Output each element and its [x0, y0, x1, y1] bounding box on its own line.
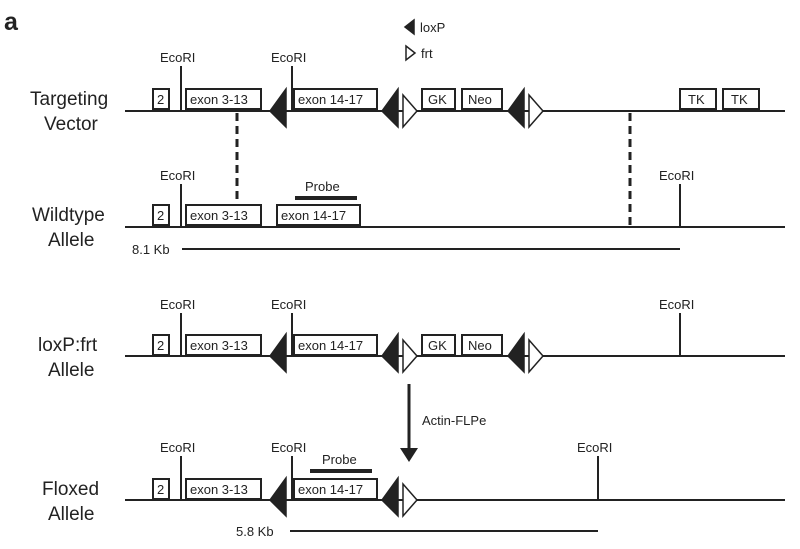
ecori-label: EcoRI [160, 50, 195, 65]
exon-14-17-label: exon 14-17 [298, 92, 363, 107]
ecori-label: EcoRI [271, 297, 306, 312]
ecori-label: EcoRI [271, 50, 306, 65]
row-label-targeting-line1: Targeting [30, 89, 108, 110]
exon-3-13-label: exon 3-13 [190, 338, 248, 353]
ecori-label: EcoRI [160, 440, 195, 455]
arrow-label: Actin-FLPe [422, 413, 486, 428]
wildtype-allele-row: Wildtype Allele EcoRI EcoRI 2 exon 3-13 … [32, 168, 785, 257]
row-label-floxed-line2: Allele [48, 504, 94, 525]
row-label-loxpfrt-line1: loxP:frt [38, 335, 98, 356]
exon-2-label: 2 [157, 482, 164, 497]
loxp-icon [381, 475, 399, 518]
exon-3-13-box [185, 88, 262, 110]
tk-box-2 [722, 88, 760, 110]
exon-2-label: 2 [157, 338, 164, 353]
gk-box [421, 334, 456, 356]
frt-legend-icon [405, 44, 417, 62]
exon-14-17-box [293, 88, 378, 110]
exon-14-17-label: exon 14-17 [281, 208, 346, 223]
neo-label: Neo [468, 92, 492, 107]
row-label-loxpfrt-line2: Allele [48, 360, 94, 381]
exon-14-17-box [293, 334, 378, 356]
exon-14-17-box [276, 204, 361, 226]
row-label-targeting-line2: Vector [44, 114, 99, 135]
frt-icon [402, 482, 418, 518]
loxp-icon [507, 331, 525, 374]
exon-3-13-label: exon 3-13 [190, 208, 248, 223]
exon-2-box [152, 478, 170, 500]
frt-icon [528, 338, 544, 374]
targeting-vector-row: Targeting Vector EcoRI EcoRI 2 exon 3-13… [30, 50, 785, 135]
exon-2-box [152, 204, 170, 226]
loxp-icon [269, 86, 287, 129]
probe-label: Probe [305, 179, 340, 194]
tk-box-1 [679, 88, 717, 110]
loxp-icon [269, 475, 287, 518]
exon-2-box [152, 334, 170, 356]
ecori-label: EcoRI [160, 297, 195, 312]
exon-14-17-box [293, 478, 378, 500]
exon-3-13-label: exon 3-13 [190, 482, 248, 497]
exon-2-box [152, 88, 170, 110]
row-label-wildtype-line2: Allele [48, 230, 94, 251]
legend-frt-label: frt [421, 46, 433, 61]
frt-icon [402, 338, 418, 374]
exon-14-17-label: exon 14-17 [298, 482, 363, 497]
neo-box [461, 334, 503, 356]
tk-label-2: TK [731, 92, 748, 107]
legend-loxp-label: loxP [420, 20, 445, 35]
exon-14-17-label: exon 14-17 [298, 338, 363, 353]
ecori-label: EcoRI [659, 168, 694, 183]
fragment-size-label: 5.8 Kb [236, 524, 274, 539]
ecori-label: EcoRI [271, 440, 306, 455]
exon-3-13-box [185, 478, 262, 500]
arrow-down-icon [400, 448, 418, 462]
exon-2-label: 2 [157, 92, 164, 107]
fragment-size-label: 8.1 Kb [132, 242, 170, 257]
gk-label: GK [428, 92, 447, 107]
loxp-icon [381, 331, 399, 374]
ecori-label: EcoRI [160, 168, 195, 183]
frt-icon [402, 93, 418, 129]
row-label-floxed-line1: Floxed [42, 479, 99, 500]
flpe-recombination-arrow: Actin-FLPe [400, 384, 486, 462]
exon-3-13-box [185, 334, 262, 356]
ecori-label: EcoRI [659, 297, 694, 312]
exon-2-label: 2 [157, 208, 164, 223]
panel-label: a [4, 8, 19, 36]
gk-box [421, 88, 456, 110]
tk-label-1: TK [688, 92, 705, 107]
loxp-legend-icon [403, 18, 415, 36]
neo-label: Neo [468, 338, 492, 353]
exon-3-13-box [185, 204, 262, 226]
floxed-allele-row: Floxed Allele EcoRI EcoRI EcoRI 2 exon 3… [42, 440, 785, 539]
neo-box [461, 88, 503, 110]
ecori-label: EcoRI [577, 440, 612, 455]
loxp-icon [269, 331, 287, 374]
gk-label: GK [428, 338, 447, 353]
loxp-icon [507, 86, 525, 129]
loxp-frt-allele-row: loxP:frt Allele EcoRI EcoRI EcoRI 2 exon… [38, 297, 785, 381]
loxp-icon [381, 86, 399, 129]
frt-icon [528, 93, 544, 129]
row-label-wildtype-line1: Wildtype [32, 205, 105, 226]
legend: loxP frt [403, 18, 445, 62]
probe-label: Probe [322, 452, 357, 467]
exon-3-13-label: exon 3-13 [190, 92, 248, 107]
